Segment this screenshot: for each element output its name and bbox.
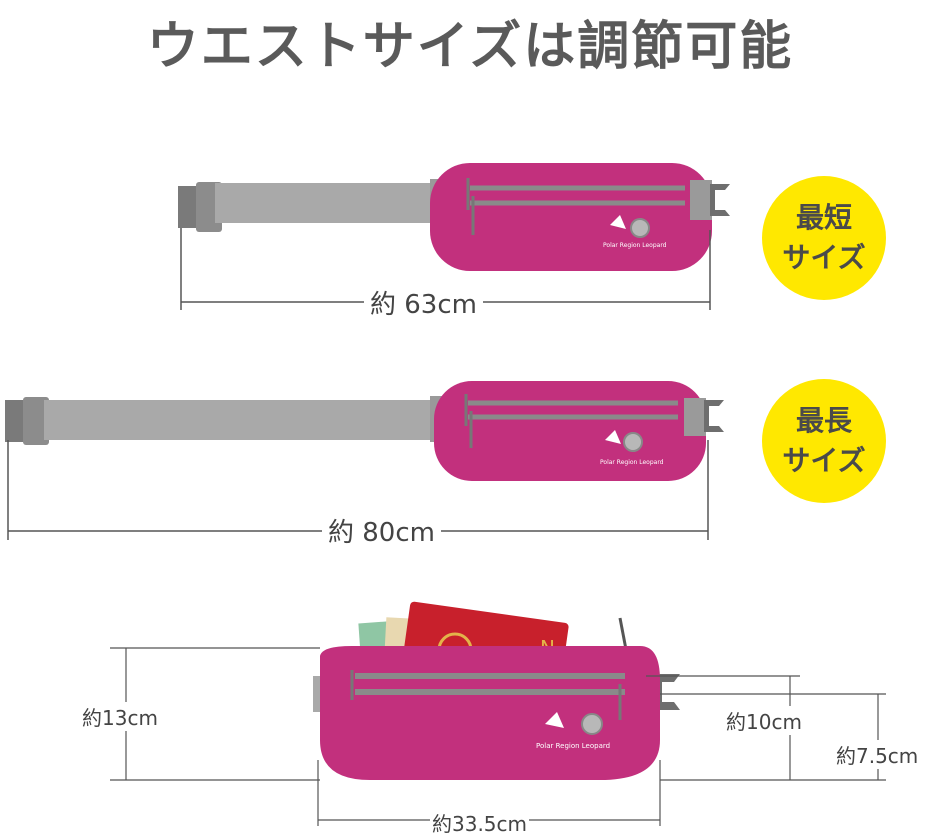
shortest-size-badge: 最短 サイズ	[762, 176, 886, 300]
svg-text:Polar Region Leopard: Polar Region Leopard	[600, 459, 664, 466]
height-13-label: 約13cm	[80, 702, 160, 731]
badge-line2: サイズ	[782, 444, 866, 477]
badge-line1: 最長	[795, 404, 852, 437]
waist-pouch-with-contents: N Polar Region Leopard	[313, 601, 680, 780]
min-length-label: 約 63cm	[364, 284, 483, 321]
svg-text:Polar Region Leopard: Polar Region Leopard	[536, 742, 610, 750]
longest-size-badge: 最長 サイズ	[762, 379, 886, 503]
max-length-label: 約 80cm	[322, 512, 441, 549]
page-title: ウエストサイズは調節可能	[146, 17, 794, 77]
svg-text:Polar Region Leopard: Polar Region Leopard	[603, 242, 667, 249]
waist-pouch-longest: Polar Region Leopard	[5, 381, 724, 481]
waist-pouch-shortest: Polar Region Leopard	[178, 163, 730, 271]
height-10-label: 約10cm	[724, 706, 804, 735]
badge-line2: サイズ	[782, 241, 866, 274]
badge-line1: 最短	[795, 201, 852, 234]
width-33-5-label: 約33.5cm	[430, 808, 530, 837]
height-7-5-label: 約7.5cm	[834, 740, 921, 769]
